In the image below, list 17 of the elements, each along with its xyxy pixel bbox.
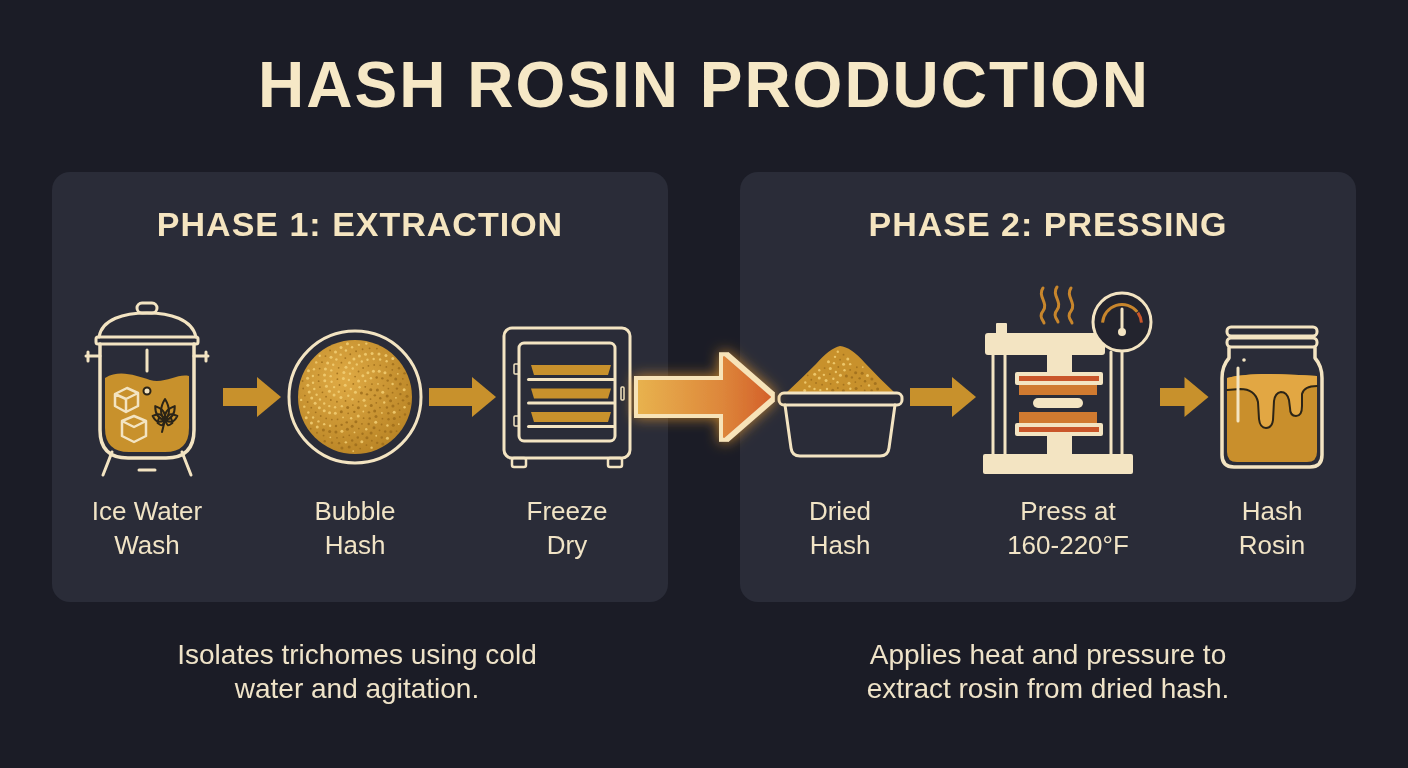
step-label: Bubble Hash: [313, 495, 397, 562]
step-label: Dried Hash: [807, 495, 873, 562]
phase-panel: [52, 172, 668, 602]
step-label: Ice Water Wash: [90, 495, 204, 562]
diagram-title: HASH ROSIN PRODUCTION: [258, 53, 1150, 117]
step-label: Hash Rosin: [1237, 495, 1307, 562]
phase-description: Isolates trichomes using cold water and agitation.: [176, 638, 538, 706]
phase-description: Applies heat and pressure to extract rosin from dried hash.: [865, 638, 1231, 706]
arrow: [429, 377, 496, 417]
phase-heading: PHASE 2: PRESSING: [868, 207, 1228, 241]
step-label: Freeze Dry: [525, 495, 609, 562]
arrow: [1160, 377, 1209, 417]
phase-heading: PHASE 1: EXTRACTION: [156, 207, 564, 241]
phase-panel: [740, 172, 1356, 602]
arrow: [910, 377, 976, 417]
arrow: [223, 377, 281, 417]
step-label: Press at 160-220°F: [1006, 495, 1130, 562]
